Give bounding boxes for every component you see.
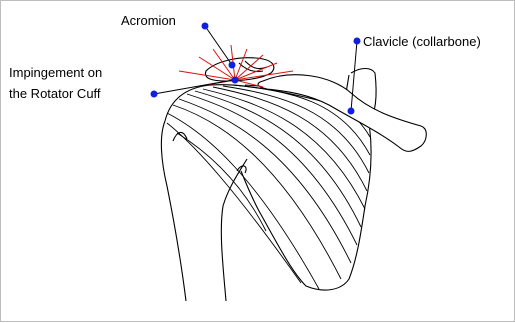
acromion-target-dot: [229, 62, 236, 69]
clavicle-target-dot: [348, 108, 355, 115]
acromion-marker-dot: [202, 23, 209, 30]
impingement-label-line1: Impingement on: [9, 65, 102, 80]
acromion-label: Acromion: [121, 13, 176, 28]
clavicle-bone: [258, 75, 426, 152]
rotator-cuff-fibres: [167, 85, 370, 289]
humerus: [161, 121, 247, 301]
impingement-label-line2: the Rotator Cuff: [9, 86, 101, 101]
impingement-target-dot: [232, 77, 239, 84]
clavicle-marker-dot: [354, 38, 361, 45]
impingement-marker-dot: [151, 91, 158, 98]
clavicle-label: Clavicle (collarbone): [363, 34, 481, 49]
